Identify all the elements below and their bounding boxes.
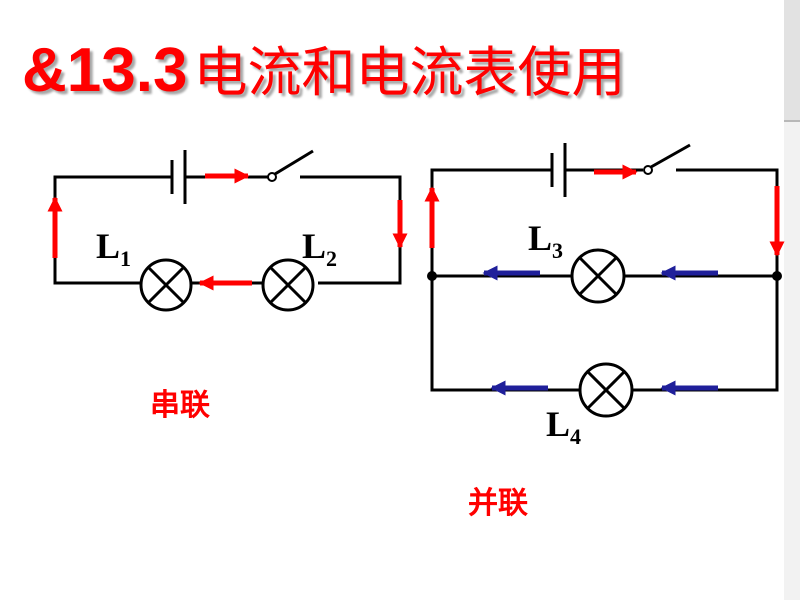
parallel-battery bbox=[550, 143, 567, 197]
page-title: &13.3 电流和电流表使用 bbox=[22, 28, 625, 118]
lamp-l4 bbox=[578, 362, 634, 418]
side-bar-tick bbox=[784, 120, 800, 122]
series-circuit: L1 L2 bbox=[47, 149, 408, 312]
junction-right bbox=[772, 271, 782, 281]
parallel-circuit: L3 L4 bbox=[424, 143, 785, 449]
lamp-l1 bbox=[139, 258, 193, 312]
side-bar-bottom bbox=[784, 120, 800, 600]
series-switch bbox=[267, 149, 314, 182]
junction-left bbox=[427, 271, 437, 281]
lamp-l3 bbox=[570, 248, 626, 304]
label-l4: L4 bbox=[546, 404, 581, 449]
label-l3: L3 bbox=[528, 218, 563, 263]
label-l2: L2 bbox=[302, 226, 337, 271]
parallel-switch bbox=[643, 143, 691, 175]
title-number: &13.3 bbox=[22, 36, 188, 105]
side-bar-top bbox=[784, 0, 800, 120]
parallel-caption: 并联 bbox=[468, 486, 528, 521]
series-caption: 串联 bbox=[150, 388, 210, 423]
parallel-wire-outer-left bbox=[430, 168, 580, 392]
parallel-wire-outer-right bbox=[632, 168, 779, 392]
series-battery bbox=[170, 150, 187, 204]
lamp-l2 bbox=[261, 258, 315, 312]
label-l1: L1 bbox=[96, 226, 131, 271]
title-text: 电流和电流表使用 bbox=[193, 41, 626, 104]
